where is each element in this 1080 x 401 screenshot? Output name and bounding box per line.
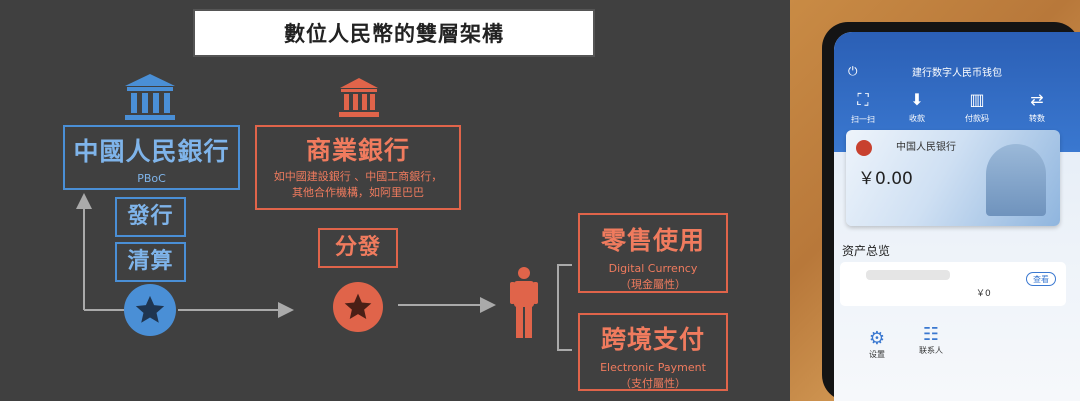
commercial-star-icon [333,282,383,332]
retail-note: （現金屬性） [620,278,686,291]
contacts-item[interactable]: ☷ 联系人 [914,324,948,356]
portrait-image [986,144,1046,216]
power-icon[interactable]: ⏻ [848,64,858,78]
commercial-bank-line2: 其他合作機構，如阿里巴巴 [292,186,424,199]
wallet-card[interactable]: 中国人民银行 ￥0.00 [846,130,1060,226]
issue-box: 發行 [115,197,186,237]
cross-border-box: 跨境支付 Electronic Payment （支付屬性） [578,313,728,391]
assets-heading: 资产总览 [842,244,891,258]
connector-lines [76,193,572,351]
pboc-name: 中國人民銀行 [73,137,230,166]
toolbar-pay-code[interactable]: ▥付款码 [954,90,1000,124]
toolbar-receive[interactable]: ⬇收款 [894,90,940,124]
wallet-row-value: ￥0 [976,289,991,299]
commercial-bank-icon [339,78,379,117]
retail-english: Digital Currency [608,262,698,275]
toolbar-transfer[interactable]: ⇄转数 [1014,90,1060,124]
transfer-icon: ⇄ [1030,90,1044,109]
phone-screen: ⏻ 建行数字人民币钱包 ⛶扫一扫 ⬇收款 ▥付款码 ⇄转数 中国人民银行 ￥0.… [834,32,1080,401]
barcode-icon: ▥ [969,90,985,109]
commercial-bank-box: 商業銀行 如中國建設銀行 、中國工商銀行， 其他合作機構，如阿里巴巴 [255,125,461,210]
card-balance: ￥0.00 [858,169,913,189]
view-button[interactable]: 查看 [1026,272,1056,286]
commercial-bank-line1: 如中國建設銀行 、中國工商銀行， [273,170,443,183]
app-title: 建行数字人民币钱包 [912,68,1002,79]
cross-border-note: （支付屬性） [620,377,686,390]
cross-border-english: Electronic Payment [600,361,706,374]
retail-box: 零售使用 Digital Currency （現金屬性） [578,213,728,293]
wallet-row[interactable]: ￥0 查看 [840,262,1066,306]
commercial-bank-name: 商業銀行 [305,136,410,165]
contacts-icon: ☷ [922,324,940,345]
pboc-box: 中國人民銀行 PBoC [63,125,240,190]
cross-border-name: 跨境支付 [600,325,705,354]
pboc-subtitle: PBoC [137,172,166,185]
card-bank-name: 中国人民银行 [896,142,956,153]
pboc-bank-icon [125,74,175,120]
diagram-title: 數位人民幣的雙層架構 [193,9,595,57]
receive-icon: ⬇ [910,90,924,109]
scan-icon: ⛶ [857,90,869,109]
bracket [557,264,572,351]
redacted-wallet-id [866,270,950,280]
retail-name: 零售使用 [600,226,705,255]
toolbar-scan[interactable]: ⛶扫一扫 [840,90,886,125]
gear-icon: ⚙ [868,328,886,349]
settings-item[interactable]: ⚙ 设置 [862,328,892,360]
clearing-box: 清算 [115,242,186,282]
emblem-icon [856,140,872,156]
distribute-box: 分發 [318,228,398,268]
diagram-slide: 數位人民幣的雙層架構 中國人民銀行 PBoC 發行 清算 商業銀行 如中國建設銀… [0,0,790,401]
pboc-star-icon [124,284,176,336]
user-person-icon [510,267,538,338]
